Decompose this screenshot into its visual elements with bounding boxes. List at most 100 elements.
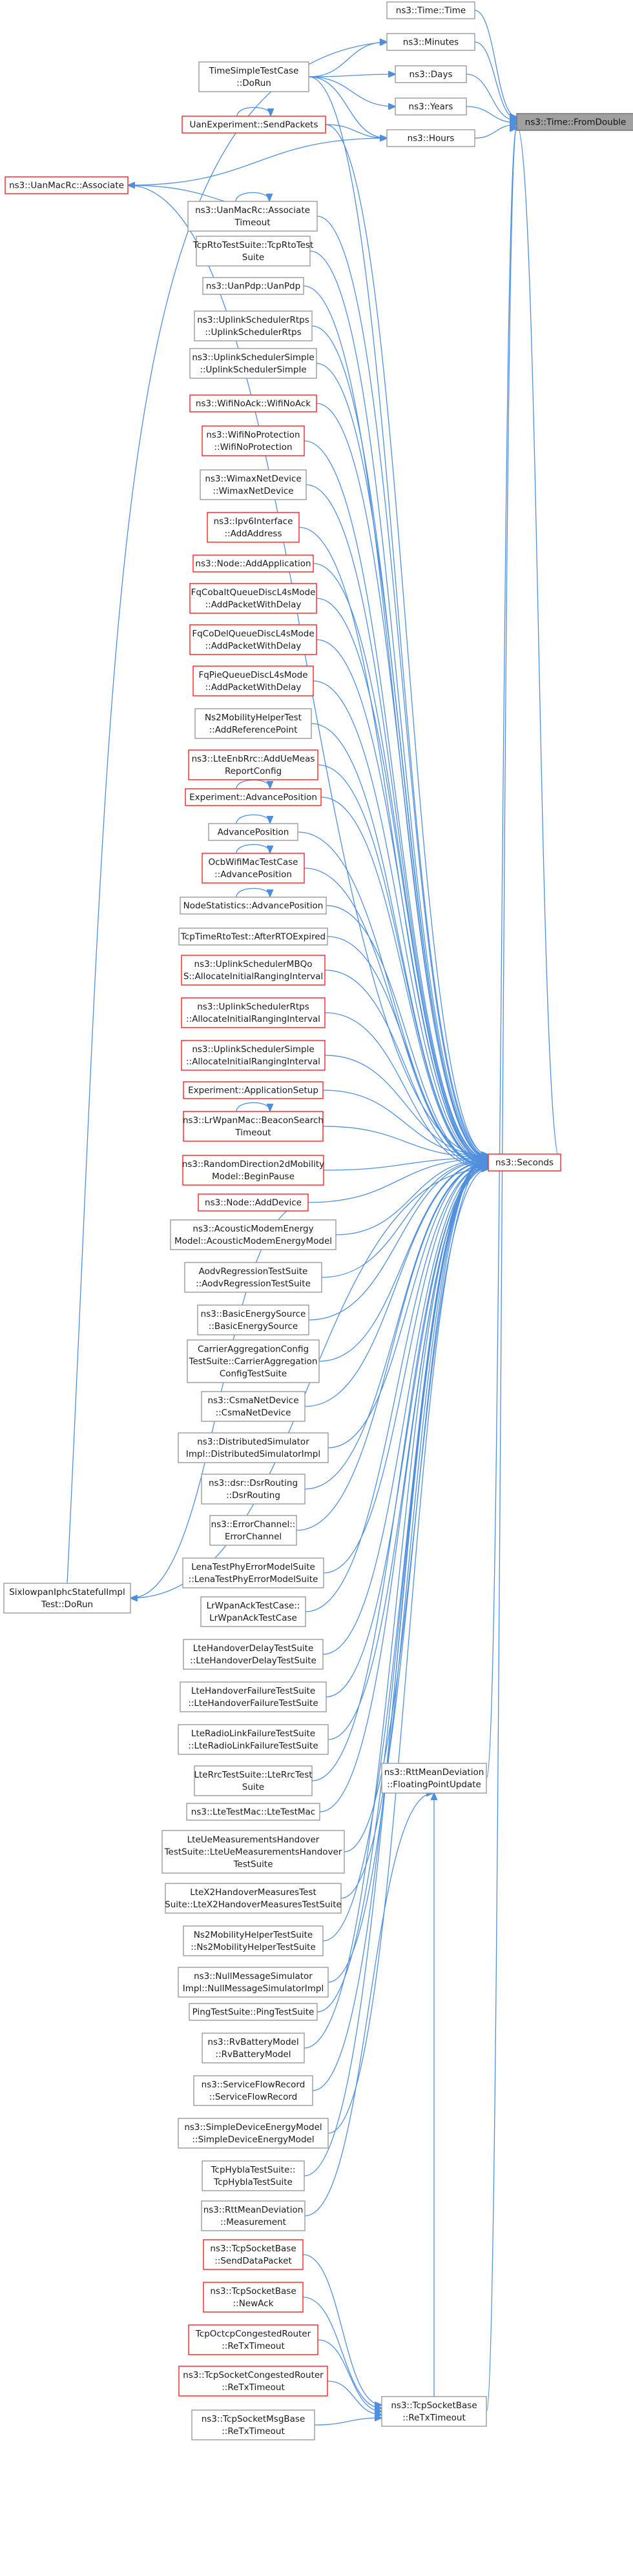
node-ulmbqos[interactable]: ns3::UplinkSchedulerMBQoS::AllocateIniti… — [181, 955, 326, 986]
node-lterrc[interactable]: LteRrcTestSuite::LteRrcTestSuite — [194, 1765, 313, 1796]
node-box — [201, 2200, 306, 2231]
node-fqcobalt[interactable]: FqCobaltQueueDiscL4sMode::AddPacketWithD… — [189, 583, 317, 614]
node-label: ns3::WifiNoAck::WifiNoAck — [196, 399, 311, 409]
node-box — [182, 1557, 324, 1588]
node-distsim[interactable]: ns3::DistributedSimulatorImpl::Distribut… — [178, 1432, 329, 1463]
node-label: ::DsrRouting — [226, 1490, 280, 1501]
node-lenaphy[interactable]: LenaTestPhyErrorModelSuite::LenaTestPhyE… — [182, 1557, 324, 1588]
node-uanassocfn[interactable]: ns3::UanMacRc::Associate — [5, 176, 129, 194]
node-expadv[interactable]: Experiment::AdvancePosition — [185, 788, 322, 806]
node-tcpsend[interactable]: ns3::TcpSocketBase::SendDataPacket — [203, 2239, 304, 2270]
node-wifinoack[interactable]: ns3::WifiNoAck::WifiNoAck — [189, 394, 317, 412]
node-ltehodelay[interactable]: LteHandoverDelayTestSuite::LteHandoverDe… — [183, 1639, 324, 1670]
node-ulrtps[interactable]: ns3::UplinkSchedulerRtps::UplinkSchedule… — [194, 310, 313, 341]
node-lterlf[interactable]: LteRadioLinkFailureTestSuite::LteRadioLi… — [178, 1724, 329, 1755]
node-rttfp[interactable]: ns3::RttMeanDeviation::FloatingPointUpda… — [381, 1763, 487, 1794]
edge-fqcobalt-to-seconds — [316, 598, 488, 1162]
node-randdir[interactable]: ns3::RandomDirection2dMobilityModel::Beg… — [182, 1155, 324, 1186]
node-ulrtpsalloc[interactable]: ns3::UplinkSchedulerRtps::AllocateInitia… — [181, 997, 326, 1028]
node-dsr[interactable]: ns3::dsr::DsrRouting::DsrRouting — [201, 1474, 306, 1505]
node-ocbwifi[interactable]: OcbWifiMacTestCase::AdvancePosition — [202, 853, 305, 884]
node-label: TestSuite — [233, 1860, 273, 1870]
node-tcpnewack[interactable]: ns3::TcpSocketBase::NewAck — [203, 2282, 304, 2313]
node-tcphybla[interactable]: TcpHyblaTestSuite::TcpHyblaTestSuite — [202, 2160, 305, 2191]
node-wimax[interactable]: ns3::WimaxNetDevice::WimaxNetDevice — [200, 469, 307, 500]
node-seconds[interactable]: ns3::Seconds — [488, 1153, 561, 1171]
node-wifinoprot[interactable]: ns3::WifiNoProtection::WifiNoProtection — [202, 425, 305, 456]
node-label: ns3::AcousticModemEnergy — [192, 1224, 313, 1234]
node-label: ns3::Years — [409, 102, 453, 112]
node-simpledev[interactable]: ns3::SimpleDeviceEnergyModel::SimpleDevi… — [178, 2118, 329, 2149]
node-tcpoctcp[interactable]: TcpOctcpCongestedRouter::ReTxTimeout — [188, 2324, 318, 2355]
node-ltehofail[interactable]: LteHandoverFailureTestSuite::LteHandover… — [180, 1681, 327, 1712]
node-rttmeas[interactable]: ns3::RttMeanDeviation::Measurement — [201, 2200, 306, 2231]
node-tcprtosuite[interactable]: TcpRtoTestSuite::TcpRtoTestSuite — [192, 236, 314, 267]
node-tcptimerto[interactable]: TcpTimeRtoTest::AfterRTOExpired — [178, 928, 328, 946]
node-uanexp[interactable]: UanExperiment::SendPackets — [182, 116, 326, 134]
node-box — [170, 1219, 337, 1250]
node-box — [189, 348, 317, 379]
node-label: ns3::BasicEnergySource — [201, 1309, 306, 1319]
node-tcpmsg[interactable]: ns3::TcpSocketMsgBase::ReTxTimeout — [191, 2409, 315, 2440]
node-csma[interactable]: ns3::CsmaNetDevice::CsmaNetDevice — [201, 1391, 306, 1422]
node-rvbattery[interactable]: ns3::RvBatteryModel::RvBatteryModel — [202, 2033, 305, 2064]
node-nodeaddapp[interactable]: ns3::Node::AddApplication — [192, 554, 314, 573]
node-years[interactable]: ns3::Years — [395, 97, 467, 116]
node-ltex2[interactable]: LteX2HandoverMeasuresTestSuite::LteX2Han… — [165, 1883, 342, 1914]
node-ns2ref[interactable]: Ns2MobilityHelperTest::AddReferencePoint — [194, 708, 312, 739]
edge-uanassocfn-to-hours — [127, 138, 387, 186]
node-acoustic[interactable]: ns3::AcousticModemEnergyModel::AcousticM… — [170, 1219, 337, 1250]
node-time[interactable]: ns3::Time::Time — [386, 1, 475, 19]
node-label: ns3::UanPdp::UanPdp — [206, 281, 300, 292]
self-loop-advpos — [236, 814, 270, 824]
node-label: Test::DoRun — [41, 1599, 93, 1610]
node-serviceflow[interactable]: ns3::ServiceFlowRecord::ServiceFlowRecor… — [193, 2075, 313, 2106]
node-label: ns3::UanMacRc::Associate — [9, 181, 124, 191]
node-label: Experiment::ApplicationSetup — [188, 1086, 318, 1096]
node-aodv[interactable]: AodvRegressionTestSuite::AodvRegressionT… — [184, 1262, 322, 1293]
node-fqpie[interactable]: FqPieQueueDiscL4sMode::AddPacketWithDela… — [192, 665, 314, 696]
node-ulsimplealloc[interactable]: ns3::UplinkSchedulerSimple::AllocateInit… — [181, 1040, 326, 1071]
node-hours[interactable]: ns3::Hours — [386, 129, 475, 147]
node-errchan[interactable]: ns3::ErrorChannel::ErrorChannel — [209, 1515, 297, 1546]
node-box — [209, 1515, 297, 1546]
node-timesimple[interactable]: TimeSimpleTestCase::DoRun — [198, 61, 309, 92]
node-nullmsg[interactable]: ns3::NullMessageSimulatorImpl::NullMessa… — [178, 1967, 329, 1998]
node-ns2suite[interactable]: Ns2MobilityHelperTestSuite::Ns2MobilityH… — [183, 1925, 324, 1956]
node-expsetup[interactable]: Experiment::ApplicationSetup — [183, 1081, 324, 1099]
node-basicenergy[interactable]: ns3::BasicEnergySource::BasicEnergySourc… — [197, 1304, 309, 1335]
node-nodestats[interactable]: NodeStatistics::AdvancePosition — [180, 897, 327, 915]
node-label: ::LteHandoverFailureTestSuite — [188, 1698, 318, 1709]
edge-tcpnewack-to-tcprtx — [302, 2297, 382, 2408]
node-ipv6[interactable]: ns3::Ipv6Interface::AddAddress — [207, 512, 300, 543]
node-box — [202, 2033, 305, 2064]
node-label: ::DoRun — [236, 78, 271, 88]
node-fromdouble[interactable]: ns3::Time::FromDouble — [516, 113, 633, 131]
node-lrwpanack[interactable]: LrWpanAckTestCase::LrWpanAckTestCase — [200, 1596, 306, 1627]
node-label: ns3::ServiceFlowRecord — [202, 2080, 306, 2090]
node-lteuemeas[interactable]: LteUeMeasurementsHandoverTestSuite::LteU… — [161, 1830, 345, 1874]
edge-errchan-to-seconds — [296, 1164, 488, 1531]
node-nodeadddev[interactable]: ns3::Node::AddDevice — [198, 1193, 309, 1212]
node-days[interactable]: ns3::Days — [395, 65, 467, 83]
node-label: ::AddPacketWithDelay — [205, 682, 302, 693]
node-tcpcongest[interactable]: ns3::TcpSocketCongestedRouter::ReTxTimeo… — [178, 2366, 328, 2397]
node-uanpdp[interactable]: ns3::UanPdp::UanPdp — [202, 277, 304, 295]
node-ulsimple[interactable]: ns3::UplinkSchedulerSimple::UplinkSchedu… — [189, 348, 317, 379]
node-advpos[interactable]: AdvancePosition — [208, 823, 298, 841]
node-minutes[interactable]: ns3::Minutes — [386, 33, 475, 51]
node-label: ns3::dsr::DsrRouting — [209, 1478, 298, 1488]
node-label: ns3::WimaxNetDevice — [205, 474, 301, 484]
node-tcprtx[interactable]: ns3::TcpSocketBase::ReTxTimeout — [381, 2396, 487, 2427]
edge-rttmeas-to-rttfp — [304, 1793, 433, 2216]
node-label: ns3::TcpSocketMsgBase — [202, 2414, 306, 2424]
self-loop-uanexp — [236, 106, 271, 117]
node-ping[interactable]: PingTestSuite::PingTestSuite — [189, 2003, 318, 2021]
node-ltetestmac[interactable]: ns3::LteTestMac::LteTestMac — [186, 1803, 320, 1821]
node-fqcodel[interactable]: FqCoDelQueueDiscL4sMode::AddPacketWithDe… — [189, 624, 317, 655]
node-carrier[interactable]: CarrierAggregationConfigTestSuite::Carri… — [187, 1339, 320, 1383]
